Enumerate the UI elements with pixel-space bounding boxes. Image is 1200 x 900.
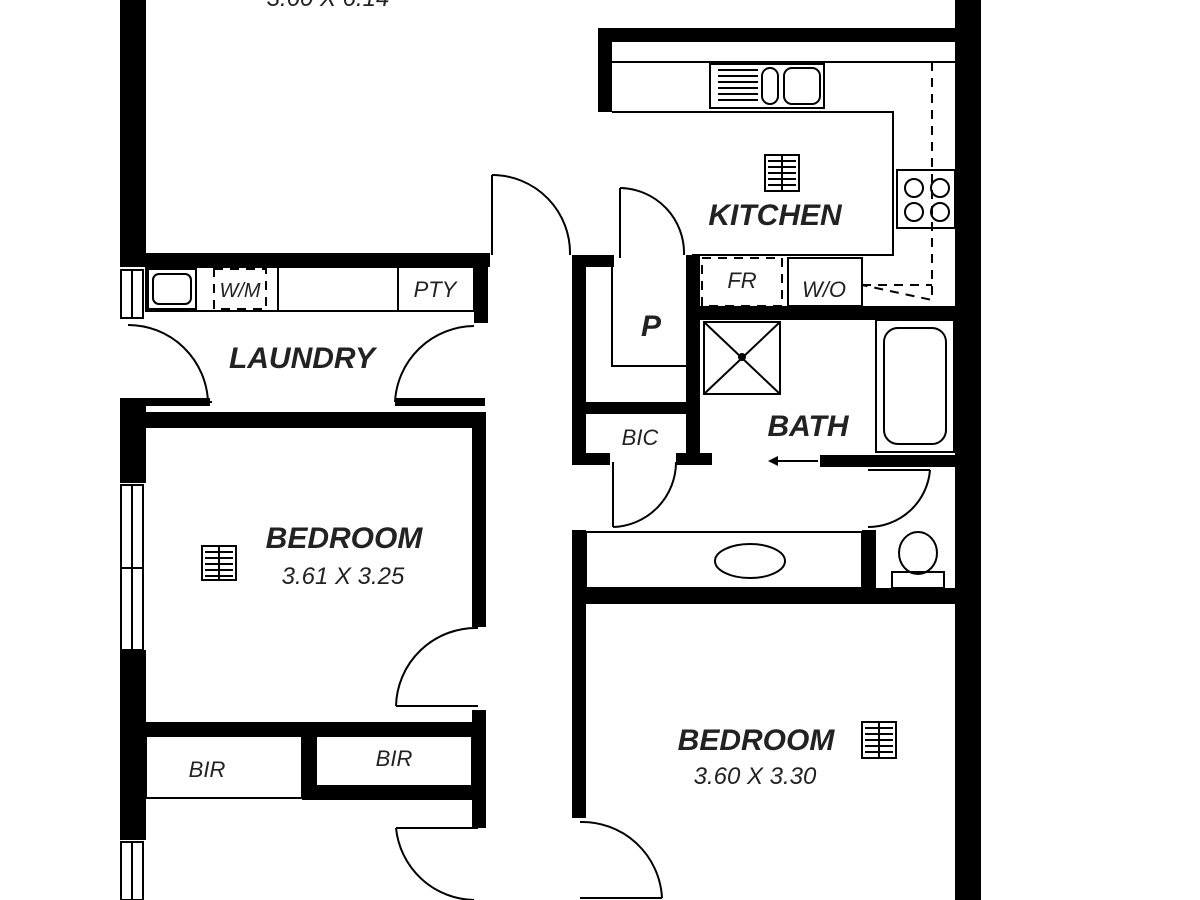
top-room-dimension: 3.60 X 6.14 bbox=[267, 0, 390, 12]
fridge-label: FR bbox=[727, 268, 756, 293]
sink-icon bbox=[709, 63, 825, 109]
fixtures bbox=[145, 61, 956, 799]
windows bbox=[120, 269, 979, 900]
toilet-icon bbox=[891, 531, 945, 589]
bedroom-right-dimension: 3.60 X 3.30 bbox=[694, 763, 817, 790]
arrow-icon bbox=[768, 456, 818, 466]
wall-pantry-left bbox=[572, 255, 586, 465]
fridge-space bbox=[701, 257, 783, 307]
kitchen-label: KITCHEN bbox=[708, 199, 843, 232]
bic-label: BIC bbox=[622, 425, 659, 450]
pantry-cupboard-label: PTY bbox=[414, 277, 458, 302]
wall-bedroom-left-right-upper bbox=[472, 412, 486, 627]
vent-icon-bedroom-left bbox=[201, 545, 237, 581]
laundry-bench bbox=[145, 266, 475, 312]
laundry-label: LAUNDRY bbox=[229, 342, 378, 375]
trough-icon bbox=[147, 268, 197, 310]
wall-left-upper bbox=[120, 0, 146, 262]
shower-icon bbox=[703, 321, 781, 395]
wall-laundry-right bbox=[474, 253, 488, 323]
wall-top-room-bottom bbox=[120, 253, 490, 267]
wall-bedroom-right-top bbox=[572, 588, 968, 604]
washing-machine-label: W/M bbox=[219, 280, 260, 302]
bir-left-label: BIR bbox=[189, 757, 226, 782]
wall-toilet-divider bbox=[862, 530, 876, 590]
doors bbox=[127, 174, 931, 900]
bedroom-right-label: BEDROOM bbox=[678, 724, 836, 757]
vent-icon-bedroom-right bbox=[861, 721, 897, 759]
wall-bir-bottom bbox=[302, 786, 486, 800]
wall-pantry-right bbox=[686, 255, 700, 465]
walls bbox=[120, 0, 981, 900]
bir-left-rail bbox=[145, 735, 303, 799]
bir-right-rail bbox=[315, 735, 473, 787]
bathtub-icon bbox=[875, 319, 955, 453]
washing-machine-space bbox=[213, 268, 267, 310]
wall-bath-bottom-right bbox=[820, 455, 968, 467]
wall-laundry-bottom-right bbox=[395, 398, 485, 406]
vent-icon-kitchen bbox=[764, 154, 800, 192]
vanity-icon bbox=[585, 531, 863, 589]
labels: 3.60 X 6.14 KITCHEN LAUNDRY BATH P BIC F… bbox=[189, 0, 850, 790]
wall-bic-bottom-left bbox=[572, 453, 610, 465]
cooktop-icon bbox=[896, 169, 956, 229]
wall-oven-label: W/O bbox=[802, 277, 846, 302]
wall-kitchen-top bbox=[598, 28, 968, 42]
pantry-label: P bbox=[641, 310, 662, 343]
wall-bir-divider bbox=[302, 722, 316, 798]
wall-bedroom-left-top bbox=[120, 412, 486, 428]
bir-right-label: BIR bbox=[376, 746, 413, 771]
wall-vanity-left bbox=[572, 530, 586, 588]
wall-fridge-top bbox=[686, 255, 700, 267]
bedroom-left-dimension: 3.61 X 3.25 bbox=[282, 563, 405, 590]
wall-oven bbox=[787, 257, 863, 307]
wall-left-lower bbox=[120, 650, 146, 840]
bedroom-left-label: BEDROOM bbox=[266, 522, 424, 555]
bath-label: BATH bbox=[767, 410, 849, 443]
wall-bic-top bbox=[572, 402, 696, 414]
wall-kitchen-left bbox=[598, 28, 612, 112]
wall-bath-top bbox=[686, 306, 968, 320]
wall-bedroom-right-left bbox=[572, 588, 586, 818]
